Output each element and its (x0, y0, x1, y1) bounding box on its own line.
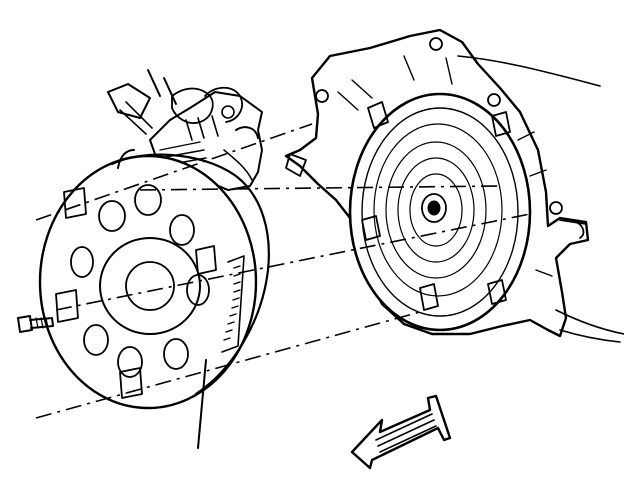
bolt-icon (17, 315, 54, 333)
front-arrow-icon (350, 394, 452, 470)
flexplate-icon (38, 149, 270, 449)
alignment-lines (35, 123, 531, 419)
torque-converter-icon (348, 92, 532, 332)
